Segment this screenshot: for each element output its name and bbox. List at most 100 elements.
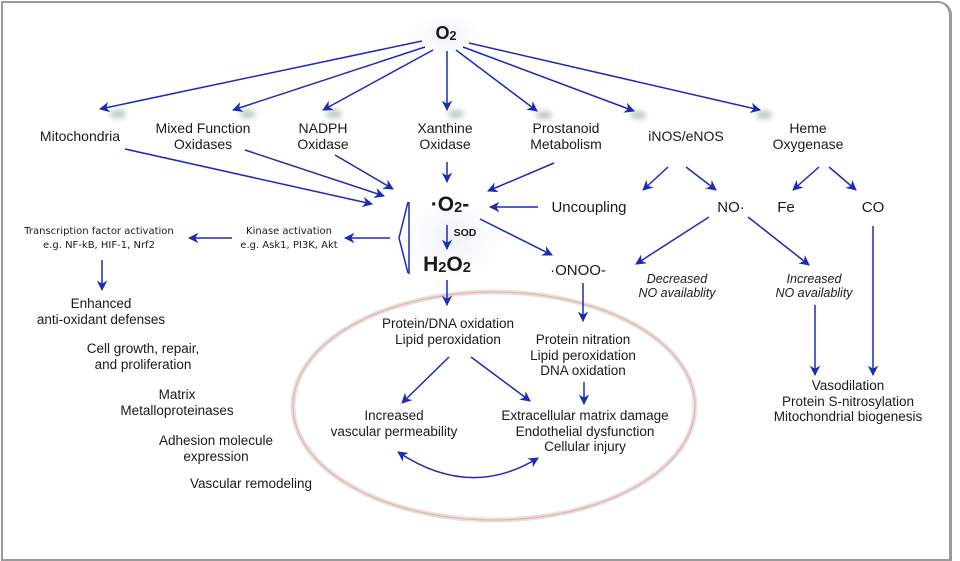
arrow-oxidation-permeability	[401, 356, 450, 404]
sod-text: SOD	[453, 227, 477, 239]
no-co-effect-2: Protein S-nitrosylation	[781, 393, 915, 409]
arrow-nos-no	[685, 166, 717, 191]
uncoupling-text: Uncoupling	[551, 199, 627, 216]
arrow-superoxide-onoo	[479, 218, 553, 256]
arrow-o2-mixed-function	[232, 46, 426, 113]
source-prostanoid: Prostanoid Metabolism	[530, 120, 602, 152]
outcome-adhesion: Adhesion molecule expression	[159, 433, 273, 464]
arrow-o2-prostanoid	[455, 49, 538, 112]
superoxide-text: ·O2-	[430, 193, 470, 216]
source-nadph: NADPH Oxidase	[297, 120, 348, 152]
arrow-o2-nos	[462, 46, 635, 113]
source-xanthine: Xanthine Oxidase	[417, 120, 472, 152]
arrowhead-shadows	[110, 110, 772, 119]
no-co-effect-1: Vasodilation	[811, 378, 885, 393]
fe-label: Fe	[777, 199, 795, 216]
source-nadph-line2: Oxidase	[297, 136, 349, 153]
outcome-cell-growth: Cell growth, repair, and proliferation	[87, 341, 200, 372]
increased-no-label: Increased NO availablity	[775, 272, 852, 301]
onoo-text: ·ONOO-	[550, 262, 606, 279]
source-mitochondria: Mitochondria	[40, 128, 120, 144]
permeability-label: Increased vascular permeability	[331, 408, 458, 439]
pathology-ellipse	[292, 291, 696, 521]
outcome-antioxidant-line2: anti-oxidant defenses	[36, 311, 166, 327]
transcription-line1: Transcription factor activation	[24, 226, 174, 237]
decreased-no-line2: NO availablity	[638, 286, 716, 301]
arrow-oxidation-damage	[470, 356, 531, 402]
outcome-mmp-line2: Metalloproteinases	[120, 402, 234, 418]
transcription-label: Transcription factor activation e.g. NF-…	[24, 225, 174, 252]
source-prost-line1: Prostanoid	[532, 120, 600, 136]
source-heme: Heme Oxygenase	[773, 120, 844, 152]
fe-text: Fe	[777, 199, 795, 216]
ros-glow	[382, 178, 522, 298]
arrow-no-decreased	[635, 216, 710, 265]
outcome-mmp-line1: Matrix	[158, 387, 196, 402]
damage-line2: Endothelial dysfunction	[515, 423, 655, 439]
increased-no-line1: Increased	[786, 272, 842, 286]
arrow-o2-heme	[468, 42, 762, 113]
arrow-o2-nadph	[322, 49, 434, 111]
source-mfo-line2: Oxidases	[173, 136, 233, 153]
onoo-effect-1: Protein nitration	[535, 332, 631, 347]
source-xo-line1: Xanthine	[417, 120, 473, 136]
kinase-line1: Kinase activation	[246, 226, 332, 237]
outcome-adhesion-line2: expression	[183, 448, 249, 464]
arrow-prostanoid-superoxide	[487, 162, 555, 193]
source-xo-line2: Oxidase	[419, 136, 471, 153]
arrow-nadph-superoxide	[334, 154, 394, 190]
outcome-remodeling-line1: Vascular remodeling	[189, 476, 313, 491]
co-label: CO	[862, 199, 885, 216]
no-text: NO·	[717, 199, 745, 216]
decreased-no-label: Decreased NO availablity	[638, 272, 715, 301]
no-co-effect-3: Mitochondrial biogenesis	[773, 409, 923, 425]
source-heme-line1: Heme	[789, 120, 827, 136]
sod-label: SOD	[454, 227, 477, 239]
arrow-o2-mitochondria	[98, 40, 423, 113]
permeability-line2: vascular permeability	[330, 423, 458, 439]
damage-label: Extracellular matrix damage Endothelial …	[501, 408, 668, 455]
source-nadph-line1: NADPH	[298, 120, 348, 136]
outcome-antioxidant: Enhanced anti-oxidant defenses	[37, 296, 165, 327]
permeability-line1: Increased	[364, 408, 424, 423]
h2o2-effects: Protein/DNA oxidation Lipid peroxidation	[382, 316, 514, 347]
outcome-growth-line1: Cell growth, repair,	[86, 341, 200, 356]
source-mixed-function: Mixed Function Oxidases	[156, 120, 251, 152]
o2-text: O2	[435, 23, 457, 43]
onoo-effect-2: Lipid peroxidation	[530, 347, 636, 363]
damage-line1: Extracellular matrix damage	[501, 408, 669, 423]
kinase-line2: e.g. Ask1, PI3K, Akt	[240, 239, 338, 251]
arrow-heme-fe	[792, 166, 820, 191]
superoxide-label: ·O2-	[431, 193, 470, 217]
kinase-label: Kinase activation e.g. Ask1, PI3K, Akt	[240, 225, 337, 252]
arrow-mitochondria-superoxide	[124, 148, 374, 208]
onoo-effects: Protein nitration Lipid peroxidation DNA…	[530, 332, 636, 379]
h2o2-effect-1: Protein/DNA oxidation	[381, 316, 515, 331]
source-prost-line2: Metabolism	[530, 136, 602, 153]
damage-line3: Cellular injury	[544, 439, 626, 455]
source-nos: iNOS/eNOS	[648, 128, 723, 144]
h2o2-effect-2: Lipid peroxidation	[395, 331, 501, 347]
arrow-no-increased	[747, 216, 810, 266]
decreased-no-line1: Decreased	[646, 272, 708, 286]
h2o2-text: H2O2	[423, 253, 471, 276]
arrow-permeability-damage-cycle	[397, 451, 539, 479]
onoo-label: ·ONOO-	[550, 262, 606, 279]
outcome-adhesion-line1: Adhesion molecule	[158, 433, 274, 448]
connector-layer	[96, 6, 879, 523]
outcome-antioxidant-line1: Enhanced	[70, 296, 132, 311]
outcome-remodeling: Vascular remodeling	[190, 476, 312, 492]
arrow-nos-uncoupling	[642, 166, 669, 191]
no-co-effects: Vasodilation Protein S-nitrosylation Mit…	[774, 378, 923, 425]
o2-glow	[396, 6, 496, 66]
co-text: CO	[861, 199, 885, 216]
source-heme-line2: Oxygenase	[772, 136, 844, 153]
increased-no-line2: NO availablity	[775, 286, 853, 301]
arrow-mfo-superoxide	[244, 149, 385, 199]
outcome-mmp: Matrix Metalloproteinases	[120, 387, 233, 418]
uncoupling-label: Uncoupling	[551, 199, 626, 216]
o2-label: O2	[435, 23, 456, 44]
no-label: NO·	[717, 199, 745, 216]
source-mfo-line1: Mixed Function	[155, 120, 251, 136]
onoo-effect-3: DNA oxidation	[540, 363, 626, 379]
